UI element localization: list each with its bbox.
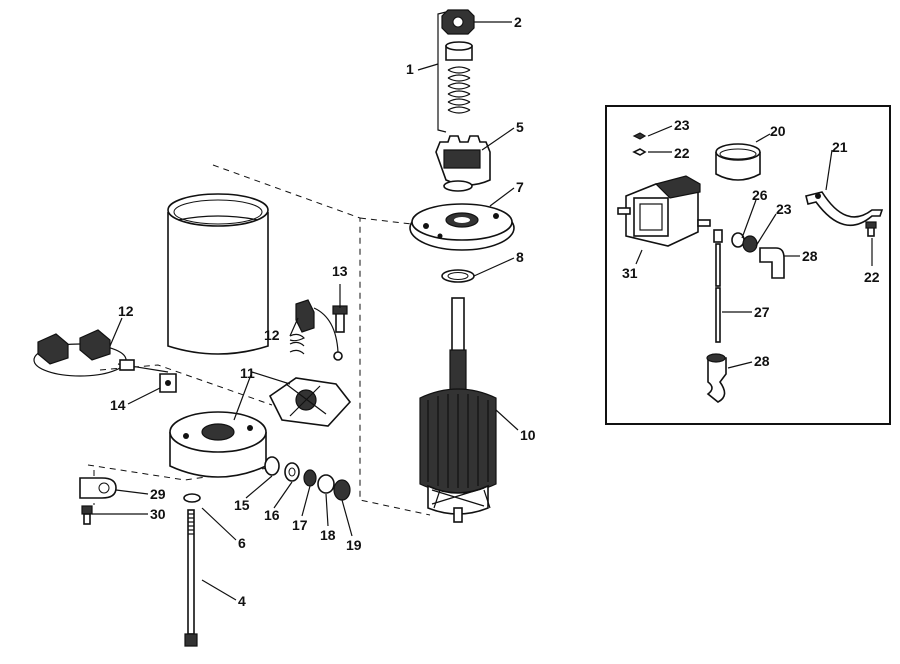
- callout-13: 13: [332, 263, 348, 279]
- callout-25: 23: [674, 117, 690, 133]
- part-mounting-bracket: [805, 191, 884, 237]
- callout-10: 10: [520, 427, 536, 443]
- part-through-bolt: [183, 493, 201, 647]
- part-brush-ring: [33, 329, 169, 377]
- callout-5: 4: [238, 593, 246, 609]
- callout-8: 8: [516, 249, 524, 265]
- callout-19: 19: [346, 537, 362, 553]
- callout-labels: 2 1 5 7 8 10 12 13 12 11 14 15 16 17 18 …: [110, 14, 848, 609]
- part-terminal-bracket: [159, 373, 177, 393]
- callout-22-label: 22: [864, 269, 880, 285]
- callout-28-lower: 28: [754, 353, 770, 369]
- callout-leader-lines: [92, 21, 873, 601]
- callout-31: 31: [622, 265, 638, 281]
- callout-23-text: 23: [776, 201, 792, 217]
- part-drive-pinion: [435, 135, 491, 192]
- callout-15: 15: [234, 497, 250, 513]
- callout-27: 27: [754, 304, 770, 320]
- callout-28-upper: 28: [802, 248, 818, 264]
- part-commutator-end-cap: [169, 411, 267, 478]
- part-brush-plate: [268, 377, 352, 427]
- callout-12-right: 12: [264, 327, 280, 343]
- part-solenoid: [617, 132, 711, 247]
- callout-29: 29: [150, 486, 166, 502]
- callout-26: 26: [752, 187, 768, 203]
- solenoid-inset-box: [605, 105, 891, 425]
- callout-1: 1: [406, 61, 414, 77]
- callout-20-visible: 20: [770, 123, 786, 139]
- callout-4: 5: [516, 119, 524, 135]
- part-solenoid-cover: [715, 143, 761, 181]
- callout-14: 14: [110, 397, 126, 413]
- callout-23-label: 23: [776, 201, 792, 217]
- callout-labels-inset-extra: 23 22: [776, 201, 880, 285]
- part-thrust-washer: [441, 269, 475, 283]
- callout-30: 30: [150, 506, 166, 522]
- callout-21: 21: [832, 139, 848, 155]
- part-brush-spring-screw: [289, 299, 348, 361]
- callout-22-text: 22: [864, 269, 880, 285]
- callout-12-left: 12: [118, 303, 134, 319]
- part-cable-clip: [79, 477, 117, 525]
- part-drive-end-frame: [409, 203, 515, 251]
- callout-6: 6: [238, 535, 246, 551]
- callout-16: 16: [264, 507, 280, 523]
- callout-2: 2: [514, 14, 522, 30]
- callout-24: 22: [674, 145, 690, 161]
- callout-17: 17: [292, 517, 308, 533]
- part-cable-assembly: [706, 229, 785, 403]
- part-spring-assembly: [437, 9, 475, 133]
- part-field-frame-housing: [167, 193, 269, 355]
- callout-18: 18: [320, 527, 336, 543]
- callout-11: 11: [240, 365, 255, 381]
- callout-7: 7: [516, 179, 524, 195]
- part-armature: [419, 297, 497, 523]
